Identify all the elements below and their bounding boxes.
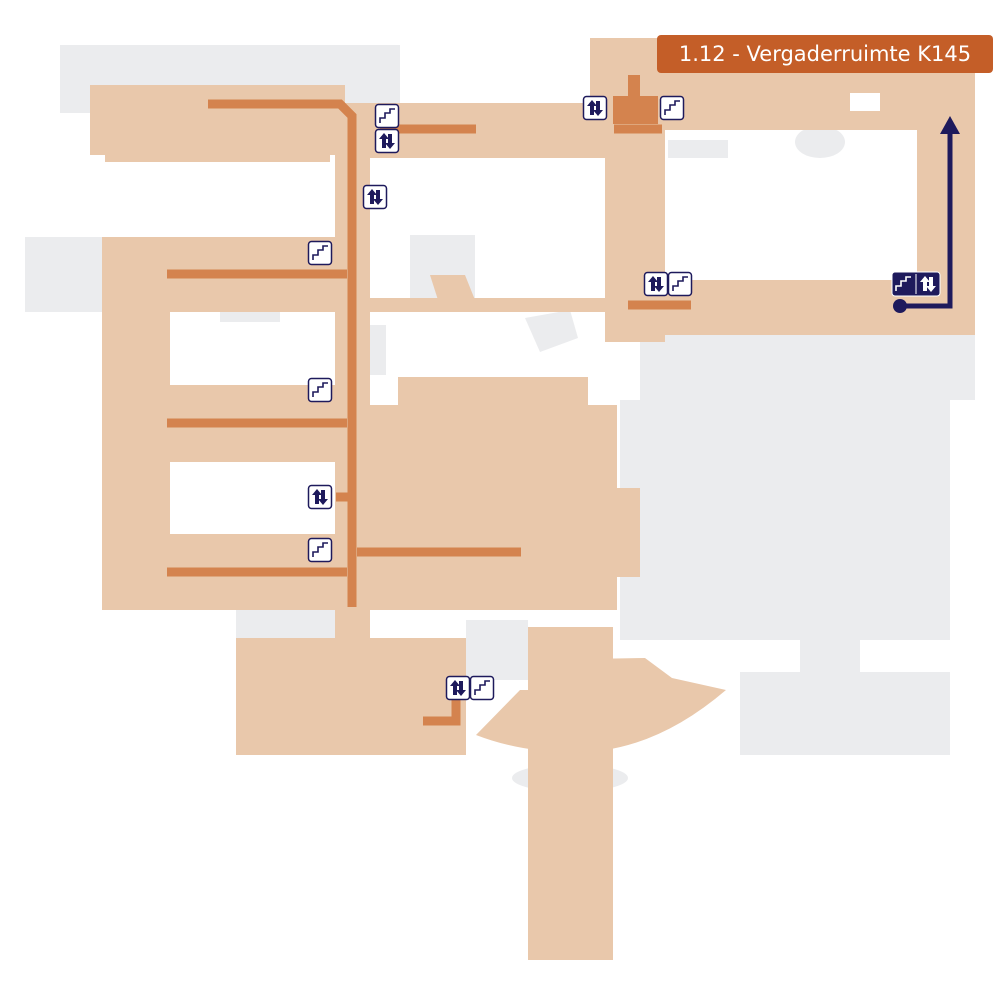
elevator-icon[interactable] — [445, 675, 471, 701]
elevator-icon[interactable] — [374, 128, 400, 154]
stairs-icon[interactable] — [469, 675, 495, 701]
stairs-icon[interactable] — [307, 240, 333, 266]
stairs-icon[interactable] — [374, 103, 400, 129]
route-path — [893, 116, 960, 313]
stairs-icon[interactable] — [307, 377, 333, 403]
corridors — [167, 99, 691, 726]
elevator-icon[interactable] — [582, 95, 608, 121]
elevator-icon[interactable] — [362, 184, 388, 210]
stairs-icon[interactable] — [667, 271, 693, 297]
stairs-icon[interactable] — [307, 537, 333, 563]
route-arrow-icon — [940, 116, 960, 134]
elevator-icon[interactable] — [643, 271, 669, 297]
route-start-marker — [893, 299, 907, 313]
elevator-icon[interactable] — [307, 484, 333, 510]
stairs-elevator-active-icon[interactable] — [891, 271, 941, 297]
stairs-icon[interactable] — [659, 95, 685, 121]
destination-label: 1.12 - Vergaderruimte K145 — [657, 35, 993, 73]
